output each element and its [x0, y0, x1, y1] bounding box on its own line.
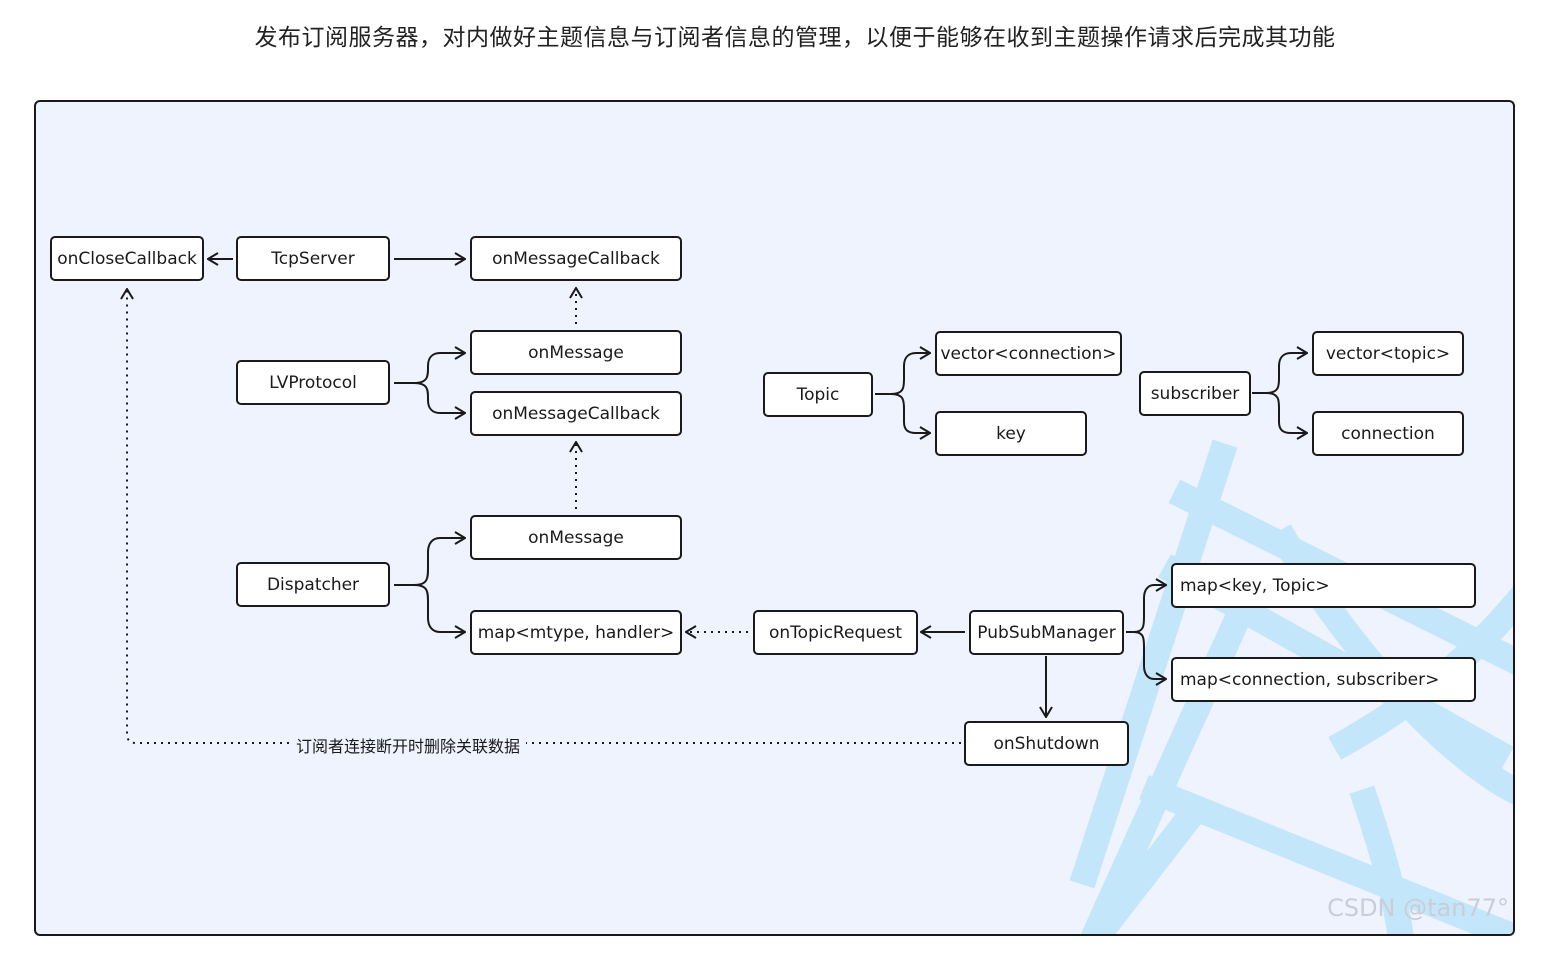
node-onmessagecallback-top[interactable]: onMessageCallback — [470, 236, 682, 281]
node-map-key-topic[interactable]: map<key, Topic> — [1171, 563, 1476, 608]
edge-pubsub-brace — [1126, 585, 1166, 633]
node-ontopicrequest[interactable]: onTopicRequest — [753, 610, 918, 655]
page-title: 发布订阅服务器，对内做好主题信息与订阅者信息的管理，以便于能够在收到主题操作请求… — [254, 25, 1336, 51]
edge-lvprotocol-brace — [394, 353, 465, 384]
node-onmessage-1[interactable]: onMessage — [470, 330, 682, 375]
node-map-mtype-handler[interactable]: map<mtype, handler> — [470, 610, 682, 655]
node-lvprotocol[interactable]: LVProtocol — [236, 360, 390, 405]
node-onshutdown[interactable]: onShutdown — [964, 721, 1129, 766]
node-topic[interactable]: Topic — [763, 372, 873, 417]
node-subscriber[interactable]: subscriber — [1139, 371, 1251, 416]
edge-topic-brace — [875, 353, 930, 395]
node-pubsubmanager[interactable]: PubSubManager — [969, 610, 1124, 655]
node-vector-connection[interactable]: vector<connection> — [935, 331, 1122, 376]
edge-label-disconnect: 订阅者连接断开时删除关联数据 — [290, 733, 527, 757]
watermark-text: CSDN @tan77° — [1327, 894, 1509, 922]
node-onclosecallback[interactable]: onCloseCallback — [50, 236, 204, 281]
node-key[interactable]: key — [935, 411, 1087, 456]
node-dispatcher[interactable]: Dispatcher — [236, 562, 390, 607]
diagram-canvas: onCloseCallback TcpServer onMessageCallb… — [34, 100, 1515, 936]
node-vector-topic[interactable]: vector<topic> — [1312, 331, 1464, 376]
connector-layer — [36, 102, 1515, 744]
node-connection[interactable]: connection — [1312, 411, 1464, 456]
node-tcpserver[interactable]: TcpServer — [236, 236, 390, 281]
node-map-connection-subscriber[interactable]: map<connection, subscriber> — [1171, 657, 1476, 702]
node-onmessage-2[interactable]: onMessage — [470, 515, 682, 560]
edge-dispatcher-brace — [394, 538, 465, 586]
node-onmessagecallback-mid[interactable]: onMessageCallback — [470, 391, 682, 436]
edge-subscriber-brace — [1252, 353, 1307, 394]
